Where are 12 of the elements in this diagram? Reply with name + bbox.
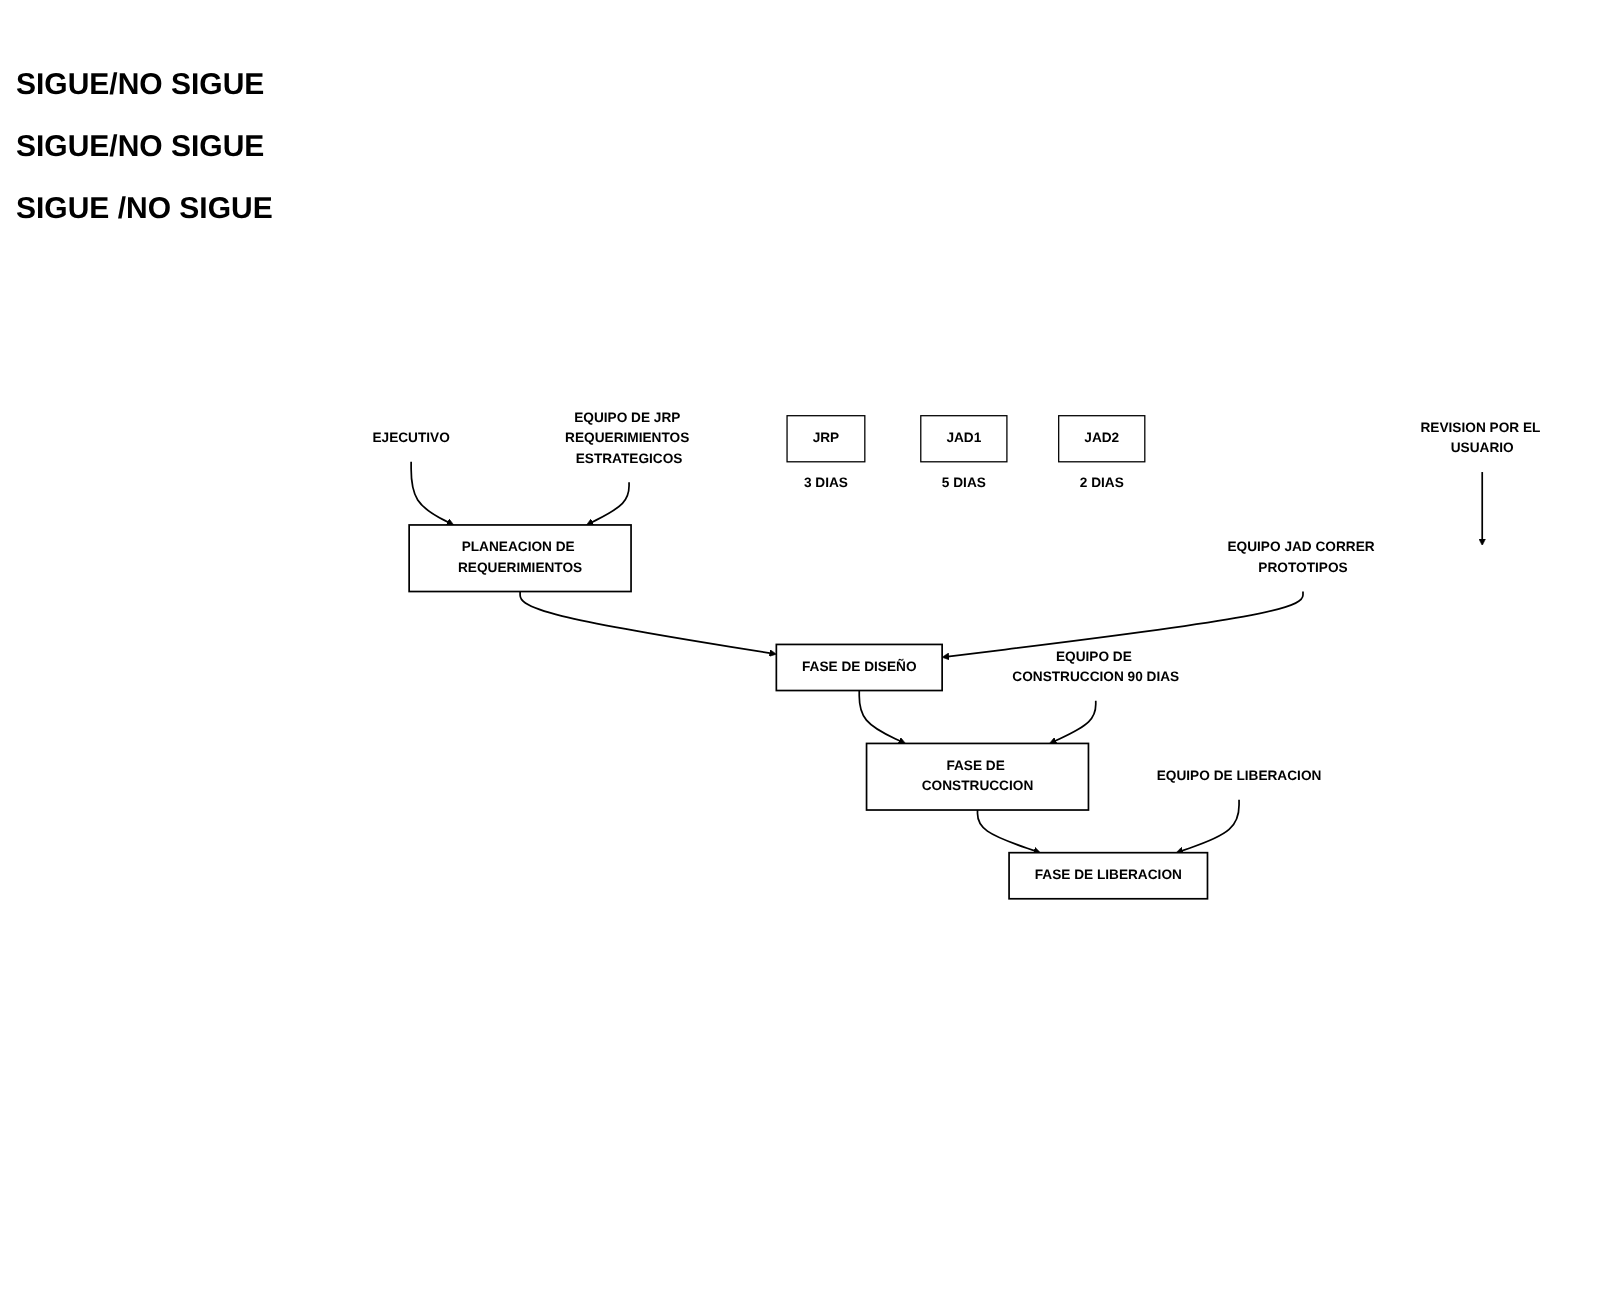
- arrow: [519, 590, 777, 657]
- note-text: SIGUE/NO SIGUE: [16, 130, 267, 164]
- arrow: [410, 460, 455, 526]
- arrow: [1478, 471, 1486, 546]
- arrow: [1175, 798, 1240, 855]
- note-text: SIGUE/NO SIGUE: [16, 68, 267, 102]
- arrow: [586, 481, 630, 526]
- arrow: [941, 590, 1304, 661]
- note-text: SIGUE /NO SIGUE: [16, 192, 275, 226]
- arrow: [976, 809, 1041, 855]
- arrow: [1049, 699, 1097, 744]
- arrow: [858, 689, 906, 744]
